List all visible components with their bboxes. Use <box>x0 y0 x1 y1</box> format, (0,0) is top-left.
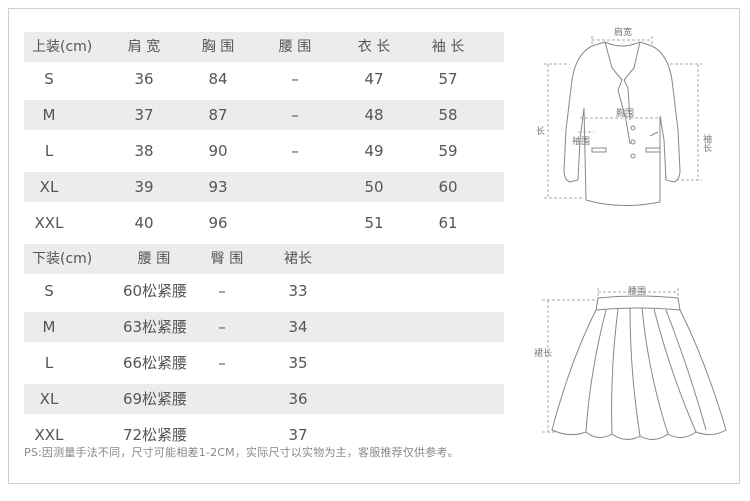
table-row: M 37 87 – 48 58 <box>24 100 504 130</box>
table-cell: 84 <box>208 70 228 88</box>
top-table-header: 上装(cm) 肩 宽 胸 围 腰 围 衣 长 袖 长 <box>24 32 504 62</box>
table-cell: 90 <box>208 142 228 160</box>
table-cell: 69松紧腰 <box>122 390 188 408</box>
header-cell: 肩 宽 <box>127 39 161 55</box>
table-row: M 63松紧腰 – 34 <box>24 312 504 342</box>
table-cell: 37 <box>288 426 308 444</box>
table-cell: 96 <box>208 214 228 232</box>
jacket-label-chest: 胸围 <box>616 107 634 119</box>
table-cell: 57 <box>438 70 458 88</box>
jacket-label-sleeve: 袖长 <box>701 133 712 153</box>
size-cell: L <box>44 354 54 372</box>
table-cell: 48 <box>364 106 384 124</box>
jacket-label-shoulder: 肩宽 <box>614 26 632 38</box>
size-cell: M <box>42 106 56 124</box>
header-cell: 腰 围 <box>137 251 171 267</box>
table-cell: 63松紧腰 <box>122 318 188 336</box>
table-cell: 36 <box>134 70 154 88</box>
skirt-diagram: 腰围 裙长 <box>530 282 730 457</box>
size-cell: S <box>44 70 54 88</box>
table-cell: – <box>218 318 226 336</box>
header-cell: 袖 长 <box>431 39 465 55</box>
size-cell: XL <box>39 390 59 408</box>
size-cell: XXL <box>34 426 64 444</box>
table-cell: 34 <box>288 318 308 336</box>
header-cell: 腰 围 <box>278 39 312 55</box>
table-cell: 39 <box>134 178 154 196</box>
table-cell: 33 <box>288 282 308 300</box>
page-frame <box>8 8 740 484</box>
skirt-label-waist: 腰围 <box>628 286 646 297</box>
table-cell: 37 <box>134 106 154 124</box>
size-cell: S <box>44 282 54 300</box>
jacket-diagram: 肩宽 胸围 袖围 长 袖长 <box>530 20 730 220</box>
table-row: S 36 84 – 47 57 <box>24 64 504 94</box>
table-cell: 58 <box>438 106 458 124</box>
skirt-label-length: 裙长 <box>534 347 552 359</box>
header-cell: 衣 长 <box>357 39 391 55</box>
size-cell: XXL <box>34 214 64 232</box>
bottom-table-header: 下装(cm) 腰 围 臀 围 裙长 <box>24 244 504 274</box>
table-cell: – <box>218 354 226 372</box>
table-cell: 61 <box>438 214 458 232</box>
jacket-label-length: 长 <box>536 125 545 137</box>
table-cell: 47 <box>364 70 384 88</box>
table-cell: 72松紧腰 <box>122 426 188 444</box>
table-cell: 36 <box>288 390 308 408</box>
table-cell: – <box>291 106 299 124</box>
size-cell: XL <box>39 178 59 196</box>
table-cell: 93 <box>208 178 228 196</box>
table-row: L 38 90 – 49 59 <box>24 136 504 166</box>
table-cell <box>202 384 242 414</box>
measurement-note: PS:因测量手法不同，尺寸可能相差1-2CM，实际尺寸以实物为主，客服推荐仅供参… <box>24 446 459 459</box>
table-row: XL 69松紧腰 36 <box>24 384 504 414</box>
table-cell: – <box>291 70 299 88</box>
table-row: L 66松紧腰 – 35 <box>24 348 504 378</box>
jacket-label-waist: 袖围 <box>572 135 590 147</box>
table-cell <box>275 172 315 202</box>
table-row: S 60松紧腰 – 33 <box>24 276 504 306</box>
table-cell: 87 <box>208 106 228 124</box>
size-cell: M <box>42 318 56 336</box>
table-cell: 40 <box>134 214 154 232</box>
table-cell: 59 <box>438 142 458 160</box>
header-cell: 上装(cm) <box>32 39 93 55</box>
size-cell: L <box>44 142 54 160</box>
table-cell: 66松紧腰 <box>122 354 188 372</box>
header-cell: 胸 围 <box>201 39 235 55</box>
table-cell: 38 <box>134 142 154 160</box>
table-row: XXL 40 96 51 61 <box>24 208 504 238</box>
table-cell: 50 <box>364 178 384 196</box>
header-cell: 臀 围 <box>210 251 244 267</box>
table-cell: 51 <box>364 214 384 232</box>
table-row: XXL 72松紧腰 37 <box>24 420 504 450</box>
header-cell: 裙长 <box>284 251 312 267</box>
table-row: XL 39 93 50 60 <box>24 172 504 202</box>
table-cell: – <box>291 142 299 160</box>
table-cell: 60松紧腰 <box>122 282 188 300</box>
table-cell: – <box>218 282 226 300</box>
header-cell: 下装(cm) <box>32 251 93 267</box>
table-cell: 35 <box>288 354 308 372</box>
table-cell: 60 <box>438 178 458 196</box>
table-cell <box>275 208 315 238</box>
table-cell: 49 <box>364 142 384 160</box>
